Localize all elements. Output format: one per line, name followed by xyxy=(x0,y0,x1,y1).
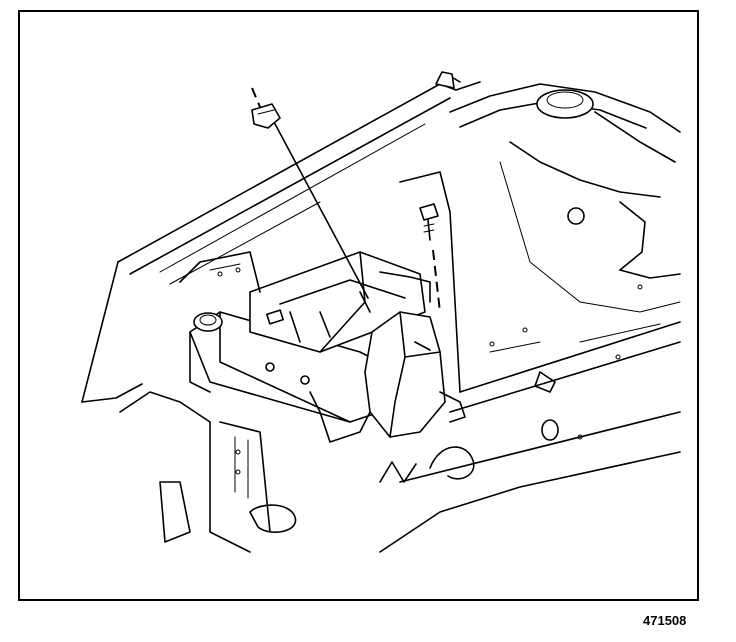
lower-mount-hole xyxy=(249,504,297,533)
fender-upper-rail xyxy=(81,71,481,403)
radiator-support xyxy=(119,391,297,553)
rail-mount-ring xyxy=(193,312,223,332)
bolt-icon xyxy=(419,203,439,221)
strut-mount-ring xyxy=(536,89,594,119)
reservoir-bottle xyxy=(364,271,466,438)
inner-fender-apron xyxy=(379,171,681,553)
left-fastener-group xyxy=(251,87,369,299)
illustration-frame xyxy=(18,10,699,601)
strut-tower xyxy=(449,83,681,313)
right-fastener-group xyxy=(419,203,441,313)
figure-number: 471508 xyxy=(643,613,687,628)
upper-clip-icon xyxy=(435,71,455,89)
engine-bay-illustration xyxy=(81,71,681,553)
